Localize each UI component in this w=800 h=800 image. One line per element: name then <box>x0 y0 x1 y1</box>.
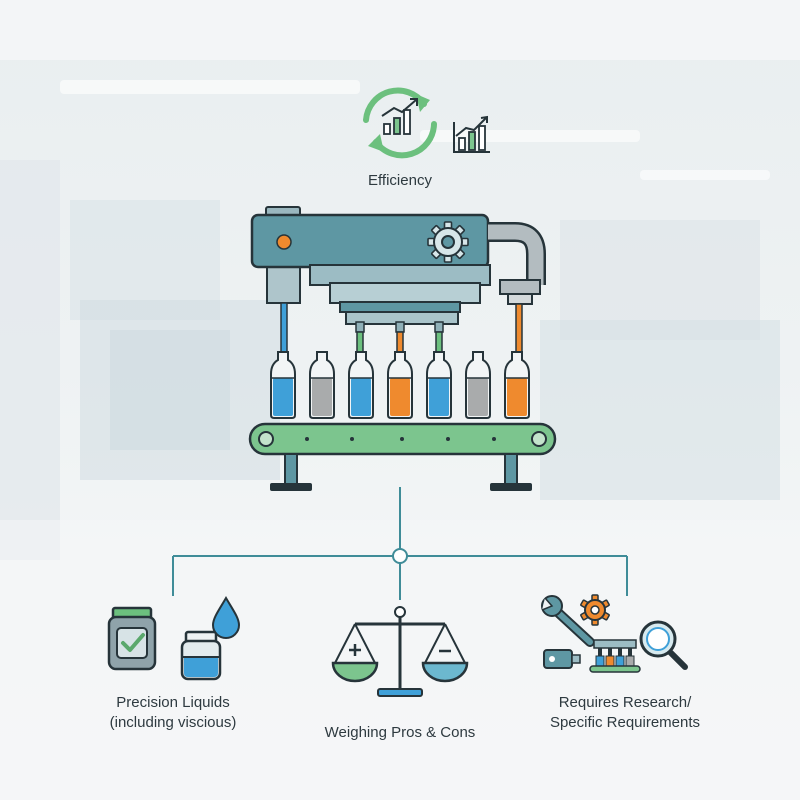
machine-gear-icon <box>427 221 469 263</box>
bottle-7 <box>504 351 530 419</box>
status-light-icon <box>276 234 292 250</box>
machine-head <box>250 213 491 304</box>
balance-scale-icon <box>331 606 469 697</box>
precision-liquids-label: Precision Liquids (including viscious) <box>78 693 268 733</box>
connector-node <box>392 548 408 564</box>
side-pipe <box>488 222 546 355</box>
research-icons <box>541 594 688 673</box>
magnifier-icon <box>639 620 688 670</box>
gear-icon <box>580 594 610 626</box>
precision-liquids-line-2: (including viscious) <box>109 714 237 731</box>
bottle-5 <box>426 351 452 419</box>
conveyor-belt <box>248 422 557 491</box>
bottle-6 <box>465 351 491 419</box>
bottle-1 <box>270 351 296 419</box>
weighing-label: Weighing Pros & Cons <box>290 723 510 743</box>
bottle-4 <box>387 351 413 419</box>
growth-chart-icon <box>453 115 490 153</box>
efficiency-icons <box>363 87 490 159</box>
filler-nozzles <box>339 301 461 355</box>
research-label: Requires Research/ Specific Requirements <box>520 693 730 733</box>
precision-liquids-line-1: Precision Liquids <box>116 694 230 711</box>
refresh-chart-icon <box>363 87 437 159</box>
efficiency-label: Efficiency <box>368 172 432 189</box>
bottle-row <box>270 351 530 419</box>
checked-jar-icon <box>107 606 157 671</box>
bottle-3 <box>348 351 374 419</box>
wrench-icon <box>541 595 595 647</box>
weighing-line-1: Weighing Pros & Cons <box>324 724 476 741</box>
bottle-2 <box>309 351 335 419</box>
droplet-icon <box>211 596 241 639</box>
research-line-1: Requires Research/ <box>558 694 692 711</box>
mini-machine-icon <box>543 639 641 673</box>
jar-icon <box>180 630 222 681</box>
research-line-2: Specific Requirements <box>549 714 701 731</box>
bottle-filling-machine <box>248 206 557 491</box>
weighing-icons <box>331 606 469 697</box>
precision-liquids-icons <box>107 596 241 681</box>
